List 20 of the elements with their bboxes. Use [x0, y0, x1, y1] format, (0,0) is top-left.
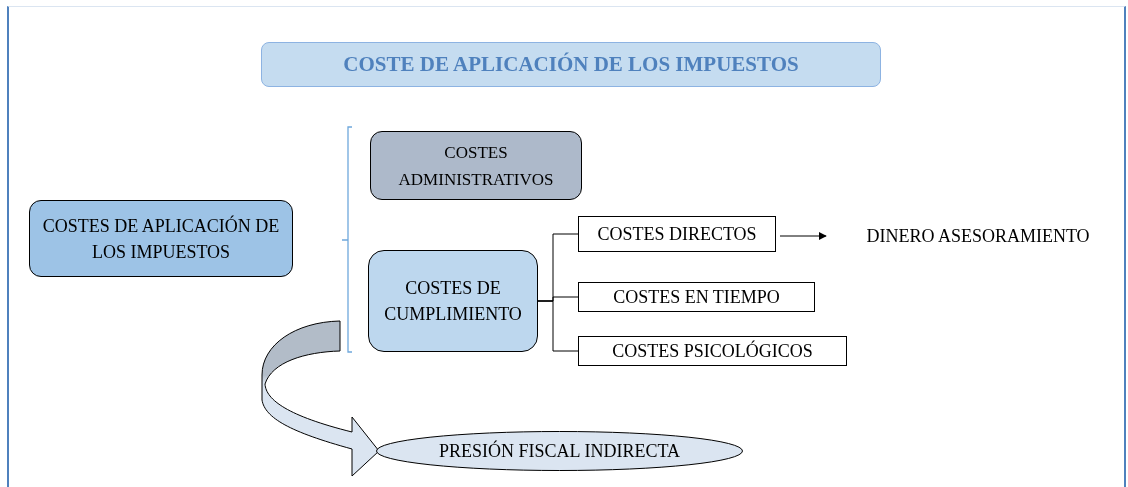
connector-line — [537, 300, 579, 352]
node-label: COSTES ADMINISTRATIVOS — [397, 141, 555, 191]
node-label: DINERO ASESORAMIENTO — [866, 224, 1090, 248]
title-box — [261, 42, 881, 87]
node-label: COSTES DE APLICACIÓN DE LOS IMPUESTOS — [41, 214, 281, 264]
node-label: PRESIÓN FISCAL INDIRECTA — [439, 439, 680, 463]
node-label: COSTES PSICOLÓGICOS — [612, 339, 813, 363]
curved-block-arrow — [261, 320, 380, 477]
category-box — [370, 131, 582, 200]
main-concept-box — [29, 200, 293, 277]
node-label: COSTES DIRECTOS — [597, 222, 757, 246]
cost-type-box — [578, 282, 815, 312]
node-label: COSTE DE APLICACIÓN DE LOS IMPUESTOS — [343, 50, 799, 78]
cost-type-box — [578, 216, 776, 252]
result-ellipse — [376, 431, 743, 471]
category-box — [368, 250, 538, 352]
cost-type-box — [578, 336, 847, 366]
node-label: COSTES EN TIEMPO — [613, 285, 780, 309]
arrow — [779, 232, 827, 240]
node-label: COSTES DE CUMPLIMIENTO — [383, 277, 523, 326]
